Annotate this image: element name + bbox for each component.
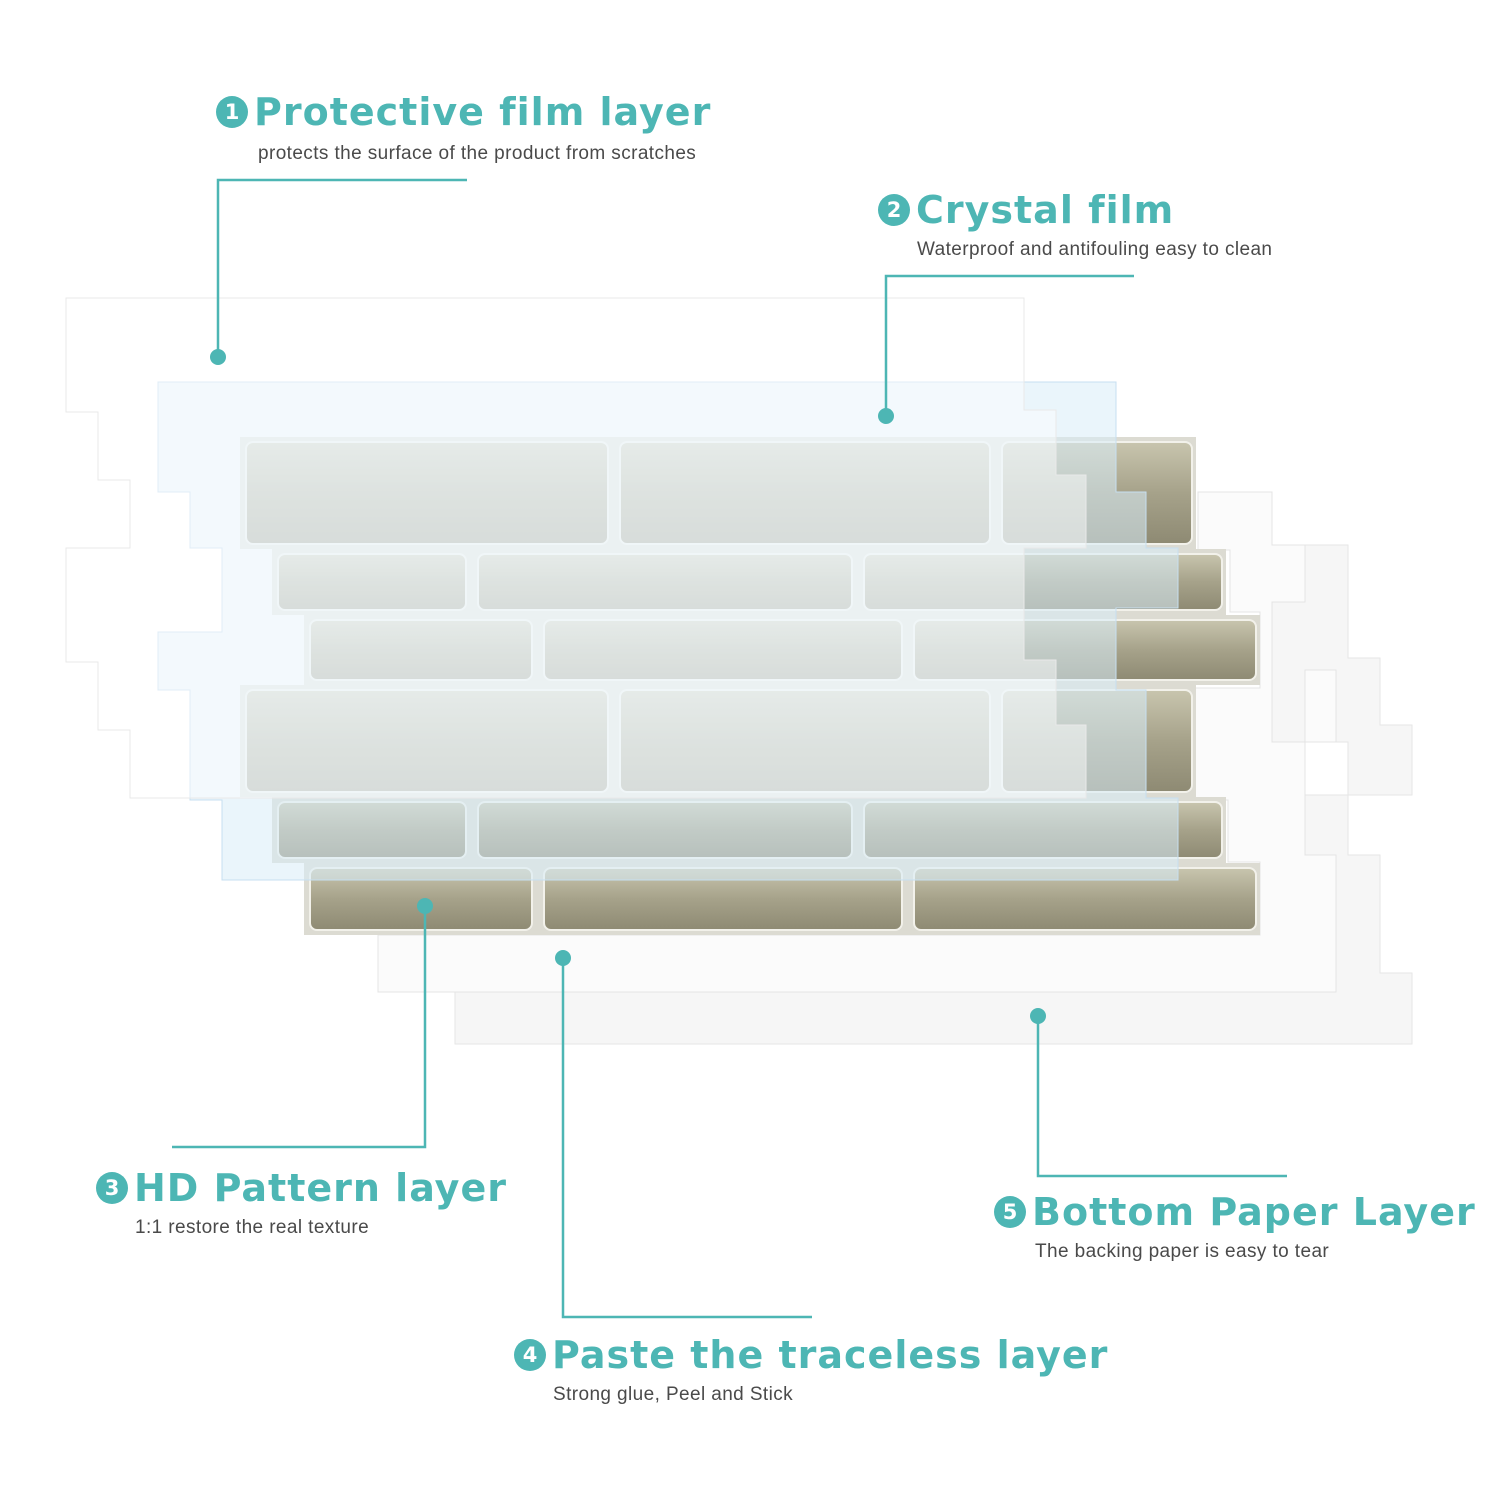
leader-line-crystal-film (884, 274, 1134, 416)
leader-line-hd-pattern (172, 906, 427, 1149)
layer-description: The backing paper is easy to tear (1035, 1241, 1330, 1262)
leader-line-bottom-paper (1036, 1016, 1287, 1178)
layer-title: Crystal film (916, 188, 1175, 232)
layer-description: Strong glue, Peel and Stick (553, 1384, 793, 1405)
layer-description: Waterproof and antifouling easy to clean (917, 239, 1273, 260)
dot-traceless-layer (555, 950, 571, 966)
label-hd-pattern: 3 HD Pattern layer 1:1 restore the real … (96, 1166, 507, 1240)
traceless-layer-shape (377, 491, 1337, 993)
label-bottom-paper: 5 Bottom Paper Layer The backing paper i… (994, 1190, 1476, 1264)
layer-title: Protective film layer (254, 90, 712, 134)
protective-film-shape (65, 297, 1087, 799)
layer-title: Bottom Paper Layer (1032, 1190, 1476, 1234)
leader-dots (210, 349, 1046, 1024)
layer-description: protects the surface of the product from… (258, 143, 697, 164)
dot-hd-pattern (417, 898, 433, 914)
leader-lines (172, 178, 1287, 1319)
layer-title: Paste the traceless layer (552, 1333, 1109, 1377)
label-crystal-film: 2 Crystal film Waterproof and antifoulin… (878, 188, 1272, 262)
number-badge: 3 (96, 1172, 128, 1204)
dot-crystal-film (878, 408, 894, 424)
number-badge: 1 (216, 96, 248, 128)
dot-bottom-paper (1030, 1008, 1046, 1024)
label-protective-film: 1 Protective film layer protects the sur… (216, 90, 711, 166)
leader-line-protective-film (216, 178, 467, 357)
number-badge: 4 (514, 1339, 546, 1371)
crystal-film-shape (157, 381, 1179, 881)
number-badge: 5 (994, 1196, 1026, 1228)
number-badge: 2 (878, 194, 910, 226)
layer-title: HD Pattern layer (134, 1166, 507, 1210)
leader-line-traceless-layer (561, 958, 812, 1319)
label-traceless-layer: 4 Paste the traceless layer Strong glue,… (514, 1333, 1108, 1407)
layer-description: 1:1 restore the real texture (135, 1217, 370, 1238)
dot-protective-film (210, 349, 226, 365)
